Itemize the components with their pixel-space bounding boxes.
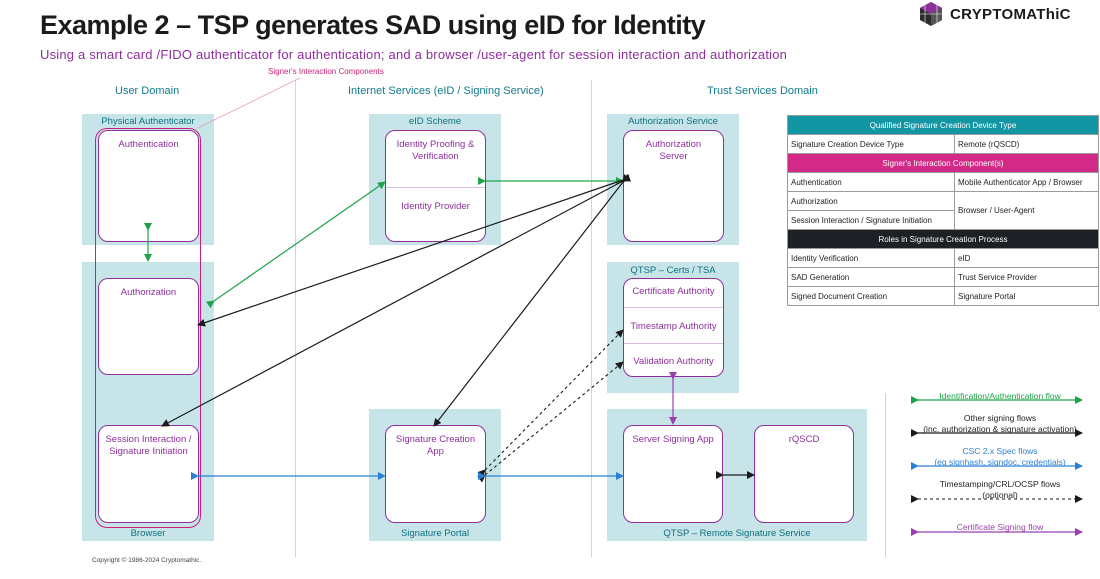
server-signing-app-card[interactable]: Server Signing App xyxy=(623,425,723,523)
signer-interaction-label: Signer's Interaction Components xyxy=(268,67,384,76)
table-header-device-type: Qualified Signature Creation Device Type xyxy=(787,115,1099,135)
legend-dashed-label: Timestamping/CRL/OCSP flows xyxy=(939,479,1061,489)
table-row: Identity Verification eID xyxy=(787,248,1099,268)
table-cell: Identity Verification xyxy=(787,248,955,268)
table-cell: Authentication xyxy=(787,172,955,192)
panel-title: QTSP – Remote Signature Service xyxy=(663,528,811,539)
authz-browser-flow xyxy=(197,173,631,327)
page-title: Example 2 – TSP generates SAD using eID … xyxy=(40,10,706,40)
flow-legend: Identification/Authentication flow Other… xyxy=(915,388,1085,548)
legend-purple-label: Certificate Signing flow xyxy=(956,522,1044,532)
table-cell: Session Interaction / Signature Initiati… xyxy=(787,210,955,230)
legend-blue-label: CSC 2.x Spec flows xyxy=(962,446,1038,456)
session-interaction-card[interactable]: Session Interaction / Signature Initiati… xyxy=(98,425,199,523)
validation-authority-label: Validation Authority xyxy=(633,356,714,367)
certificate-services-card[interactable]: Certificate Authority Timestamp Authorit… xyxy=(623,278,724,377)
card-label: Authorization xyxy=(645,139,702,150)
signer-label-pointer xyxy=(197,77,301,129)
certificate-authority-label: Certificate Authority xyxy=(632,286,715,297)
table-header-signer-components: Signer's Interaction Component(s) xyxy=(787,153,1099,173)
authorization-server-card[interactable]: Authorization Server xyxy=(623,130,724,242)
va-dashed-flow xyxy=(477,361,624,483)
panel-title: Authorization Service xyxy=(628,116,718,127)
card-label: Verification xyxy=(412,151,459,162)
legend-black-label: Other signing flows xyxy=(963,413,1037,423)
card-divider xyxy=(624,307,723,308)
timestamp-authority-label: Timestamp Authority xyxy=(630,321,717,332)
panel-title: Signature Portal xyxy=(400,528,470,539)
panel-title: eID Scheme xyxy=(408,116,462,127)
card-label: Session Interaction / xyxy=(105,434,192,445)
table-cell: Browser / User-Agent xyxy=(954,191,1099,230)
table-row: Authentication Mobile Authenticator App … xyxy=(787,172,1099,192)
rqscd-card[interactable]: rQSCD xyxy=(754,425,854,523)
internet-domain-label: Internet Services (eID / Signing Service… xyxy=(348,85,544,97)
copyright-text: Copyright © 1986-2024 Cryptomathic. xyxy=(92,557,202,564)
table-cell: Signed Document Creation xyxy=(787,286,955,306)
table-row: Authorization Browser / User-Agent xyxy=(787,191,1099,230)
panel-title: Physical Authenticator xyxy=(101,116,195,127)
panel-title: Browser xyxy=(130,528,166,539)
table-row: Signature Creation Device Type Remote (r… xyxy=(787,134,1099,154)
card-label: Identity Proofing & xyxy=(396,139,475,150)
legend-divider xyxy=(885,393,886,557)
panel-title: QTSP – Certs / TSA xyxy=(630,265,716,276)
table-cell: Authorization xyxy=(787,191,955,211)
legend-black-sublabel: (inc. authorization & signature activati… xyxy=(923,424,1077,434)
card-label: Signature Creation xyxy=(395,434,476,445)
authz-session-flow xyxy=(161,174,632,427)
legend-blue-sublabel: (eg signhash, signdoc, credentials) xyxy=(934,457,1066,467)
card-divider xyxy=(624,343,723,344)
authz-signapp-flow xyxy=(433,174,631,427)
table-row: SAD Generation Trust Service Provider xyxy=(787,267,1099,287)
logo-text: CRYPTOMAThiC xyxy=(950,5,1071,23)
table-cell: eID xyxy=(954,248,1099,268)
card-label: Server Signing App xyxy=(632,434,714,445)
card-label: App xyxy=(427,446,444,457)
card-label: Authentication xyxy=(118,139,179,150)
legend-dashed-sublabel: (optional) xyxy=(982,490,1018,500)
page-subtitle: Using a smart card /FIDO authenticator f… xyxy=(40,47,788,62)
qtsp-remote-signature-panel: Server Signing App rQSCD QTSP – Remote S… xyxy=(607,409,867,541)
cube-logo-icon xyxy=(920,2,942,26)
signature-info-table: Qualified Signature Creation Device Type… xyxy=(787,115,1099,306)
table-cell: Mobile Authenticator App / Browser xyxy=(954,172,1099,192)
brand-logo: CRYPTOMAThiC xyxy=(918,0,1071,28)
signature-creation-app-card[interactable]: Signature Creation App xyxy=(385,425,486,523)
card-label: Signature Initiation xyxy=(109,446,188,457)
card-label: Authorization xyxy=(120,287,177,298)
tsa-dashed-flow xyxy=(477,329,624,478)
table-cell: Signature Portal xyxy=(954,286,1099,306)
legend-green-label: Identification/Authentication flow xyxy=(939,391,1061,401)
table-cell: Remote (rQSCD) xyxy=(954,134,1099,154)
table-cell: Trust Service Provider xyxy=(954,267,1099,287)
table-cell: Signature Creation Device Type xyxy=(787,134,955,154)
table-row: Signed Document Creation Signature Porta… xyxy=(787,286,1099,306)
trust-domain-label: Trust Services Domain xyxy=(707,85,818,97)
table-cell: SAD Generation xyxy=(787,267,955,287)
card-label: Server xyxy=(659,151,688,162)
browser-idp-flow xyxy=(205,181,386,309)
table-header-roles: Roles in Signature Creation Process xyxy=(787,229,1099,249)
card-label: rQSCD xyxy=(788,434,820,445)
user-domain-label: User Domain xyxy=(115,85,180,97)
